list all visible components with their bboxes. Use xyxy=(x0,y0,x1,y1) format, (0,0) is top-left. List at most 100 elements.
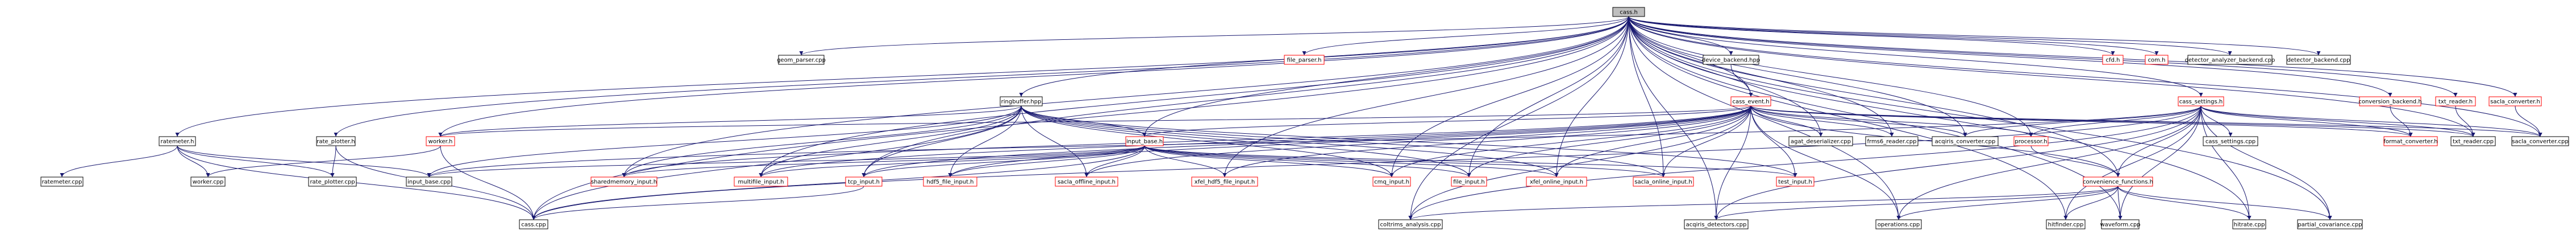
node-box xyxy=(923,176,977,187)
graph-node-geom-parser-cpp[interactable]: geom_parser.cpp xyxy=(777,55,826,65)
dependency-edge xyxy=(2116,105,2202,178)
dependency-edge xyxy=(1628,16,1733,56)
dependency-edge xyxy=(948,105,1022,178)
dependency-edge xyxy=(1408,16,1629,220)
graph-node-operations-cpp[interactable]: operations.cpp xyxy=(1875,219,1922,229)
graph-node-acqiris-converter-cpp[interactable]: acqiris_converter.cpp xyxy=(1932,136,1999,146)
node-box xyxy=(1865,136,1919,146)
dependency-edge xyxy=(531,105,1022,220)
node-label: format_converter.h xyxy=(2383,139,2437,145)
graph-node-conversion-backend-h[interactable]: conversion_backend.h xyxy=(2358,96,2422,106)
node-label: ratemeter.h xyxy=(161,139,194,145)
graph-node-cass-event-h[interactable]: cass_event.h xyxy=(1730,96,1771,106)
graph-node-partial-covariance-cpp[interactable]: partial_covariance.cpp xyxy=(2297,219,2363,229)
graph-node-txt-reader-h[interactable]: txt_reader.h xyxy=(2435,96,2476,106)
dependency-edge xyxy=(1628,16,2203,97)
node-box xyxy=(159,136,196,146)
dependency-edge xyxy=(2455,105,2475,137)
graph-node-multifile-input-h[interactable]: multifile_input.h xyxy=(734,176,788,187)
graph-node-ratemeter-cpp[interactable]: ratemeter.cpp xyxy=(40,176,84,187)
dependency-edge xyxy=(1408,186,2119,220)
graph-node-hdf5-file-input-h[interactable]: hdf5_file_input.h xyxy=(923,176,977,187)
graph-node-cass-settings-h[interactable]: cass_settings.h xyxy=(2178,96,2224,106)
dependency-edge xyxy=(759,145,1145,178)
node-label: processor.h xyxy=(2015,139,2047,145)
graph-node-com-h[interactable]: com.h xyxy=(2145,55,2169,65)
dependency-edge xyxy=(1896,105,2202,220)
graph-node-detector-backend-cpp[interactable]: detector_backend.cpp xyxy=(2286,55,2351,65)
node-box xyxy=(1703,55,1759,65)
dependency-edge xyxy=(427,145,1145,178)
graph-node-test-input-h[interactable]: test_input.h xyxy=(1776,176,1815,187)
dependency-edge xyxy=(1021,105,1089,178)
node-label: cass_settings.h xyxy=(2179,99,2223,105)
dependency-edge xyxy=(177,145,335,178)
graph-node-cfd-h[interactable]: cfd.h xyxy=(2102,55,2124,65)
graph-node-agat-deserializer-cpp[interactable]: agat_deserializer.cpp xyxy=(1788,136,1853,146)
graph-node-rate-plotter-h[interactable]: rate_plotter.h xyxy=(316,136,356,146)
dependency-edge xyxy=(1628,16,2159,56)
graph-node-file-parser-h[interactable]: file_parser.h xyxy=(1284,55,1325,65)
node-label: multifile_input.h xyxy=(738,179,784,186)
graph-node-sacla-online-input-h[interactable]: sacla_online_input.h xyxy=(1633,176,1694,187)
graph-node-xfel-hdf5-file-input-h[interactable]: xfel_hdf5_file_input.h xyxy=(1191,176,1258,187)
node-label: cass_settings.cpp xyxy=(2205,139,2255,145)
graph-node-coltrims-analysis-cpp[interactable]: coltrims_analysis.cpp xyxy=(1378,219,1443,229)
graph-node-sacla-converter-h[interactable]: sacla_converter.h xyxy=(2488,96,2542,106)
node-label: waveform.cpp xyxy=(2100,222,2140,228)
node-box xyxy=(2297,219,2363,229)
graph-node-cass-settings-cpp[interactable]: cass_settings.cpp xyxy=(2203,136,2258,146)
graph-node-input-base-cpp[interactable]: input_base.cpp xyxy=(406,176,452,187)
dependency-edge xyxy=(1628,16,1901,220)
graph-node-file-input-h[interactable]: file_input.h xyxy=(1451,176,1487,187)
graph-node-processor-h[interactable]: processor.h xyxy=(2013,136,2049,146)
graph-node-rate-plotter-cpp[interactable]: rate_plotter.cpp xyxy=(308,176,357,187)
graph-node-waveform-cpp[interactable]: waveform.cpp xyxy=(2100,219,2141,229)
dependency-edge xyxy=(438,16,1629,137)
node-label: acqiris_detectors.cpp xyxy=(1686,222,1747,228)
dependency-edge xyxy=(330,145,336,178)
graph-node-ratemeter-h[interactable]: ratemeter.h xyxy=(159,136,196,146)
node-label: txt_reader.cpp xyxy=(2453,139,2494,145)
dependency-edge xyxy=(1628,16,2120,178)
dependency-edge xyxy=(2063,105,2202,220)
graph-node-txt-reader-cpp[interactable]: txt_reader.cpp xyxy=(2450,136,2496,146)
node-label: acqiris_converter.cpp xyxy=(1935,139,1996,145)
dependency-edge xyxy=(2118,105,2202,220)
node-box xyxy=(2178,96,2224,106)
graph-node-sharedmemory-input-h[interactable]: sharedmemory_input.h xyxy=(590,176,657,187)
dependency-edge xyxy=(1750,105,2542,137)
graph-node-cass-cpp[interactable]: cass.cpp xyxy=(519,219,548,229)
dependency-edge xyxy=(1963,105,2202,137)
dependency-edge xyxy=(1750,105,1894,137)
graph-node-acqiris-detectors-cpp[interactable]: acqiris_detectors.cpp xyxy=(1684,219,1749,229)
graph-node-worker-h[interactable]: worker.h xyxy=(426,136,455,146)
node-label: ratemeter.cpp xyxy=(42,179,82,186)
graph-node-tcp-input-h[interactable]: tcp_input.h xyxy=(845,176,883,187)
node-label: worker.cpp xyxy=(193,179,224,186)
graph-node-convenience-functions-h[interactable]: convenience_functions.h xyxy=(2083,176,2153,187)
graph-node-xfel-online-input-h[interactable]: xfel_online_input.h xyxy=(1526,176,1587,187)
graph-node-hitrate-cpp[interactable]: hitrate.cpp xyxy=(2232,219,2266,229)
graph-node-input-base-h[interactable]: input_base.h xyxy=(1125,136,1164,146)
node-box xyxy=(2383,136,2438,146)
graph-node-worker-cpp[interactable]: worker.cpp xyxy=(190,176,226,187)
dependency-edge xyxy=(1661,105,1751,178)
node-label: file_input.h xyxy=(1453,179,1484,186)
graph-node-cmq-input-h[interactable]: cmq_input.h xyxy=(1372,176,1411,187)
node-box xyxy=(734,176,788,187)
dependency-edge xyxy=(2117,186,2252,220)
dependency-edge xyxy=(862,16,1629,178)
graph-node-sacla-converter-cpp[interactable]: sacla_converter.cpp xyxy=(2511,136,2569,146)
graph-node-sacla-offline-input-h[interactable]: sacla_offline_input.h xyxy=(1055,176,1118,187)
dependency-edge xyxy=(1730,64,1753,97)
graph-node-format-converter-h[interactable]: format_converter.h xyxy=(2383,136,2438,146)
dependency-edge xyxy=(1408,105,2202,220)
node-box xyxy=(1875,219,1922,229)
graph-node-ringbuffer-hpp[interactable]: ringbuffer.hpp xyxy=(1000,96,1043,106)
graph-node-detector-analyzer-backend-cpp[interactable]: detector_analyzer_backend.cpp xyxy=(2185,55,2275,65)
graph-node-hitfinder-cpp[interactable]: hitfinder.cpp xyxy=(2046,219,2086,229)
dependency-edge xyxy=(862,145,1145,178)
graph-node-frms6-reader-cpp[interactable]: frms6_reader.cpp xyxy=(1865,136,1919,146)
graph-node-device-backend-hpp[interactable]: device_backend.hpp xyxy=(1702,55,1760,65)
